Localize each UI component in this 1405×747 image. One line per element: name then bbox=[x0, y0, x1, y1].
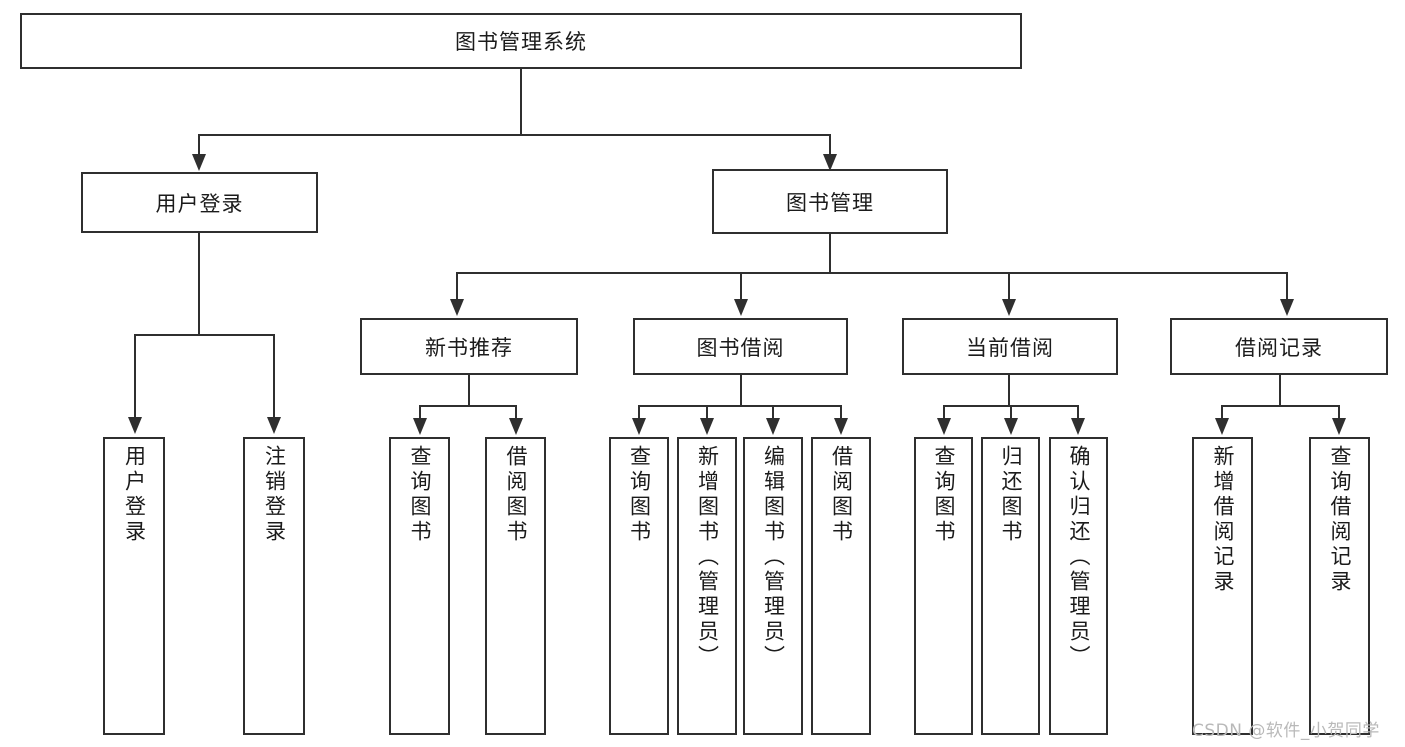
node-label: 查询图书 bbox=[408, 445, 432, 545]
node-label: 查询借阅记录 bbox=[1328, 445, 1352, 595]
node-leaf-logout-login[interactable]: 注销登录 bbox=[243, 437, 305, 735]
connector-current-borrow-drop-3 bbox=[1077, 405, 1079, 419]
connector-book-borrow-drop-3 bbox=[772, 405, 774, 419]
arrow-level2-book-borrow bbox=[734, 299, 748, 316]
node-label: 当前借阅 bbox=[966, 335, 1054, 360]
arrow-level2-new-book-recommend bbox=[450, 299, 464, 316]
connector-new-book-drop-2 bbox=[515, 405, 517, 419]
node-label: 新增借阅记录 bbox=[1211, 445, 1235, 595]
connector-current-borrow-drop-2 bbox=[1010, 405, 1012, 419]
connector-borrow-record-drop-2 bbox=[1338, 405, 1340, 419]
connector-level2-drop-4 bbox=[1286, 272, 1288, 300]
arrow-root-to-user-login bbox=[192, 154, 206, 171]
connector-new-book-drop-1 bbox=[419, 405, 421, 419]
connector-borrow-record-stem bbox=[1279, 375, 1281, 407]
node-leaf-confirm-return[interactable]: 确认归还（管理员） bbox=[1049, 437, 1108, 735]
node-label: 图书管理系统 bbox=[455, 30, 587, 54]
connector-borrow-record-drop-1 bbox=[1221, 405, 1223, 419]
connector-current-borrow-drop-1 bbox=[943, 405, 945, 419]
connector-user-login-stem bbox=[198, 233, 200, 336]
node-leaf-user-login[interactable]: 用户登录 bbox=[103, 437, 165, 735]
arrow-book-borrow-leaf-1 bbox=[632, 418, 646, 435]
arrow-user-login-leaf-1 bbox=[128, 417, 142, 434]
arrow-current-borrow-leaf-2 bbox=[1004, 418, 1018, 435]
connector-book-borrow-drop-4 bbox=[840, 405, 842, 419]
connector-current-borrow-stem bbox=[1008, 375, 1010, 407]
node-leaf-query-book-1[interactable]: 查询图书 bbox=[389, 437, 450, 735]
connector-root-bar bbox=[198, 134, 831, 136]
node-label: 编辑图书（管理员） bbox=[761, 445, 786, 670]
node-label: 用户登录 bbox=[122, 445, 147, 545]
node-leaf-query-book-2[interactable]: 查询图书 bbox=[609, 437, 669, 735]
node-book-management-system[interactable]: 图书管理系统 bbox=[20, 13, 1022, 69]
node-leaf-borrow-book-1[interactable]: 借阅图书 bbox=[485, 437, 546, 735]
arrow-borrow-record-leaf-2 bbox=[1332, 418, 1346, 435]
node-borrow-record[interactable]: 借阅记录 bbox=[1170, 318, 1388, 375]
arrow-root-to-book-manage bbox=[823, 154, 837, 171]
node-book-management[interactable]: 图书管理 bbox=[712, 169, 948, 234]
connector-level2-drop-3 bbox=[1008, 272, 1010, 300]
node-leaf-return-book[interactable]: 归还图书 bbox=[981, 437, 1040, 735]
node-label: 新书推荐 bbox=[425, 335, 513, 360]
arrow-current-borrow-leaf-1 bbox=[937, 418, 951, 435]
node-label: 确认归还（管理员） bbox=[1067, 445, 1091, 670]
arrow-new-book-leaf-1 bbox=[413, 418, 427, 435]
connector-borrow-record-bar bbox=[1221, 405, 1339, 407]
connector-book-borrow-drop-1 bbox=[638, 405, 640, 419]
node-label: 用户登录 bbox=[155, 191, 244, 216]
node-book-borrow[interactable]: 图书借阅 bbox=[633, 318, 848, 375]
node-label: 新增图书（管理员） bbox=[695, 445, 720, 670]
connector-book-manage-stem bbox=[829, 234, 831, 274]
connector-book-borrow-stem bbox=[740, 375, 742, 407]
arrow-new-book-leaf-2 bbox=[509, 418, 523, 435]
node-label: 图书管理 bbox=[786, 190, 874, 215]
node-leaf-query-record[interactable]: 查询借阅记录 bbox=[1309, 437, 1370, 735]
node-label: 借阅图书 bbox=[829, 445, 854, 545]
connector-book-borrow-drop-2 bbox=[706, 405, 708, 419]
node-label: 查询图书 bbox=[932, 445, 956, 545]
arrow-current-borrow-leaf-3 bbox=[1071, 418, 1085, 435]
connector-root-stem bbox=[520, 69, 522, 135]
node-user-login[interactable]: 用户登录 bbox=[81, 172, 318, 233]
connector-level2-drop-2 bbox=[740, 272, 742, 300]
arrow-book-borrow-leaf-4 bbox=[834, 418, 848, 435]
arrow-borrow-record-leaf-1 bbox=[1215, 418, 1229, 435]
connector-user-login-drop-1 bbox=[134, 334, 136, 418]
node-leaf-borrow-book-2[interactable]: 借阅图书 bbox=[811, 437, 871, 735]
watermark: CSDN @软件_小贺同学 bbox=[1192, 721, 1380, 741]
node-label: 借阅记录 bbox=[1235, 335, 1323, 360]
arrow-book-borrow-leaf-3 bbox=[766, 418, 780, 435]
arrow-level2-current-borrow bbox=[1002, 299, 1016, 316]
node-leaf-edit-book[interactable]: 编辑图书（管理员） bbox=[743, 437, 803, 735]
node-label: 归还图书 bbox=[999, 445, 1023, 545]
node-current-borrow[interactable]: 当前借阅 bbox=[902, 318, 1118, 375]
connector-new-book-bar bbox=[419, 405, 517, 407]
node-new-book-recommend[interactable]: 新书推荐 bbox=[360, 318, 578, 375]
connector-level2-drop-1 bbox=[456, 272, 458, 300]
connector-root-to-user-login bbox=[198, 134, 200, 156]
node-label: 借阅图书 bbox=[504, 445, 528, 545]
connector-user-login-drop-2 bbox=[273, 334, 275, 418]
connector-root-to-book-manage bbox=[829, 134, 831, 156]
node-leaf-add-book[interactable]: 新增图书（管理员） bbox=[677, 437, 737, 735]
arrow-book-borrow-leaf-2 bbox=[700, 418, 714, 435]
connector-book-borrow-bar bbox=[638, 405, 842, 407]
connector-user-login-bar bbox=[134, 334, 274, 336]
arrow-level2-borrow-record bbox=[1280, 299, 1294, 316]
node-label: 查询图书 bbox=[627, 445, 652, 545]
connector-new-book-stem bbox=[468, 375, 470, 407]
node-label: 图书借阅 bbox=[696, 335, 785, 360]
node-leaf-query-book-3[interactable]: 查询图书 bbox=[914, 437, 973, 735]
connector-level2-bar bbox=[456, 272, 1288, 274]
arrow-user-login-leaf-2 bbox=[267, 417, 281, 434]
node-leaf-add-record[interactable]: 新增借阅记录 bbox=[1192, 437, 1253, 735]
node-label: 注销登录 bbox=[262, 445, 287, 545]
